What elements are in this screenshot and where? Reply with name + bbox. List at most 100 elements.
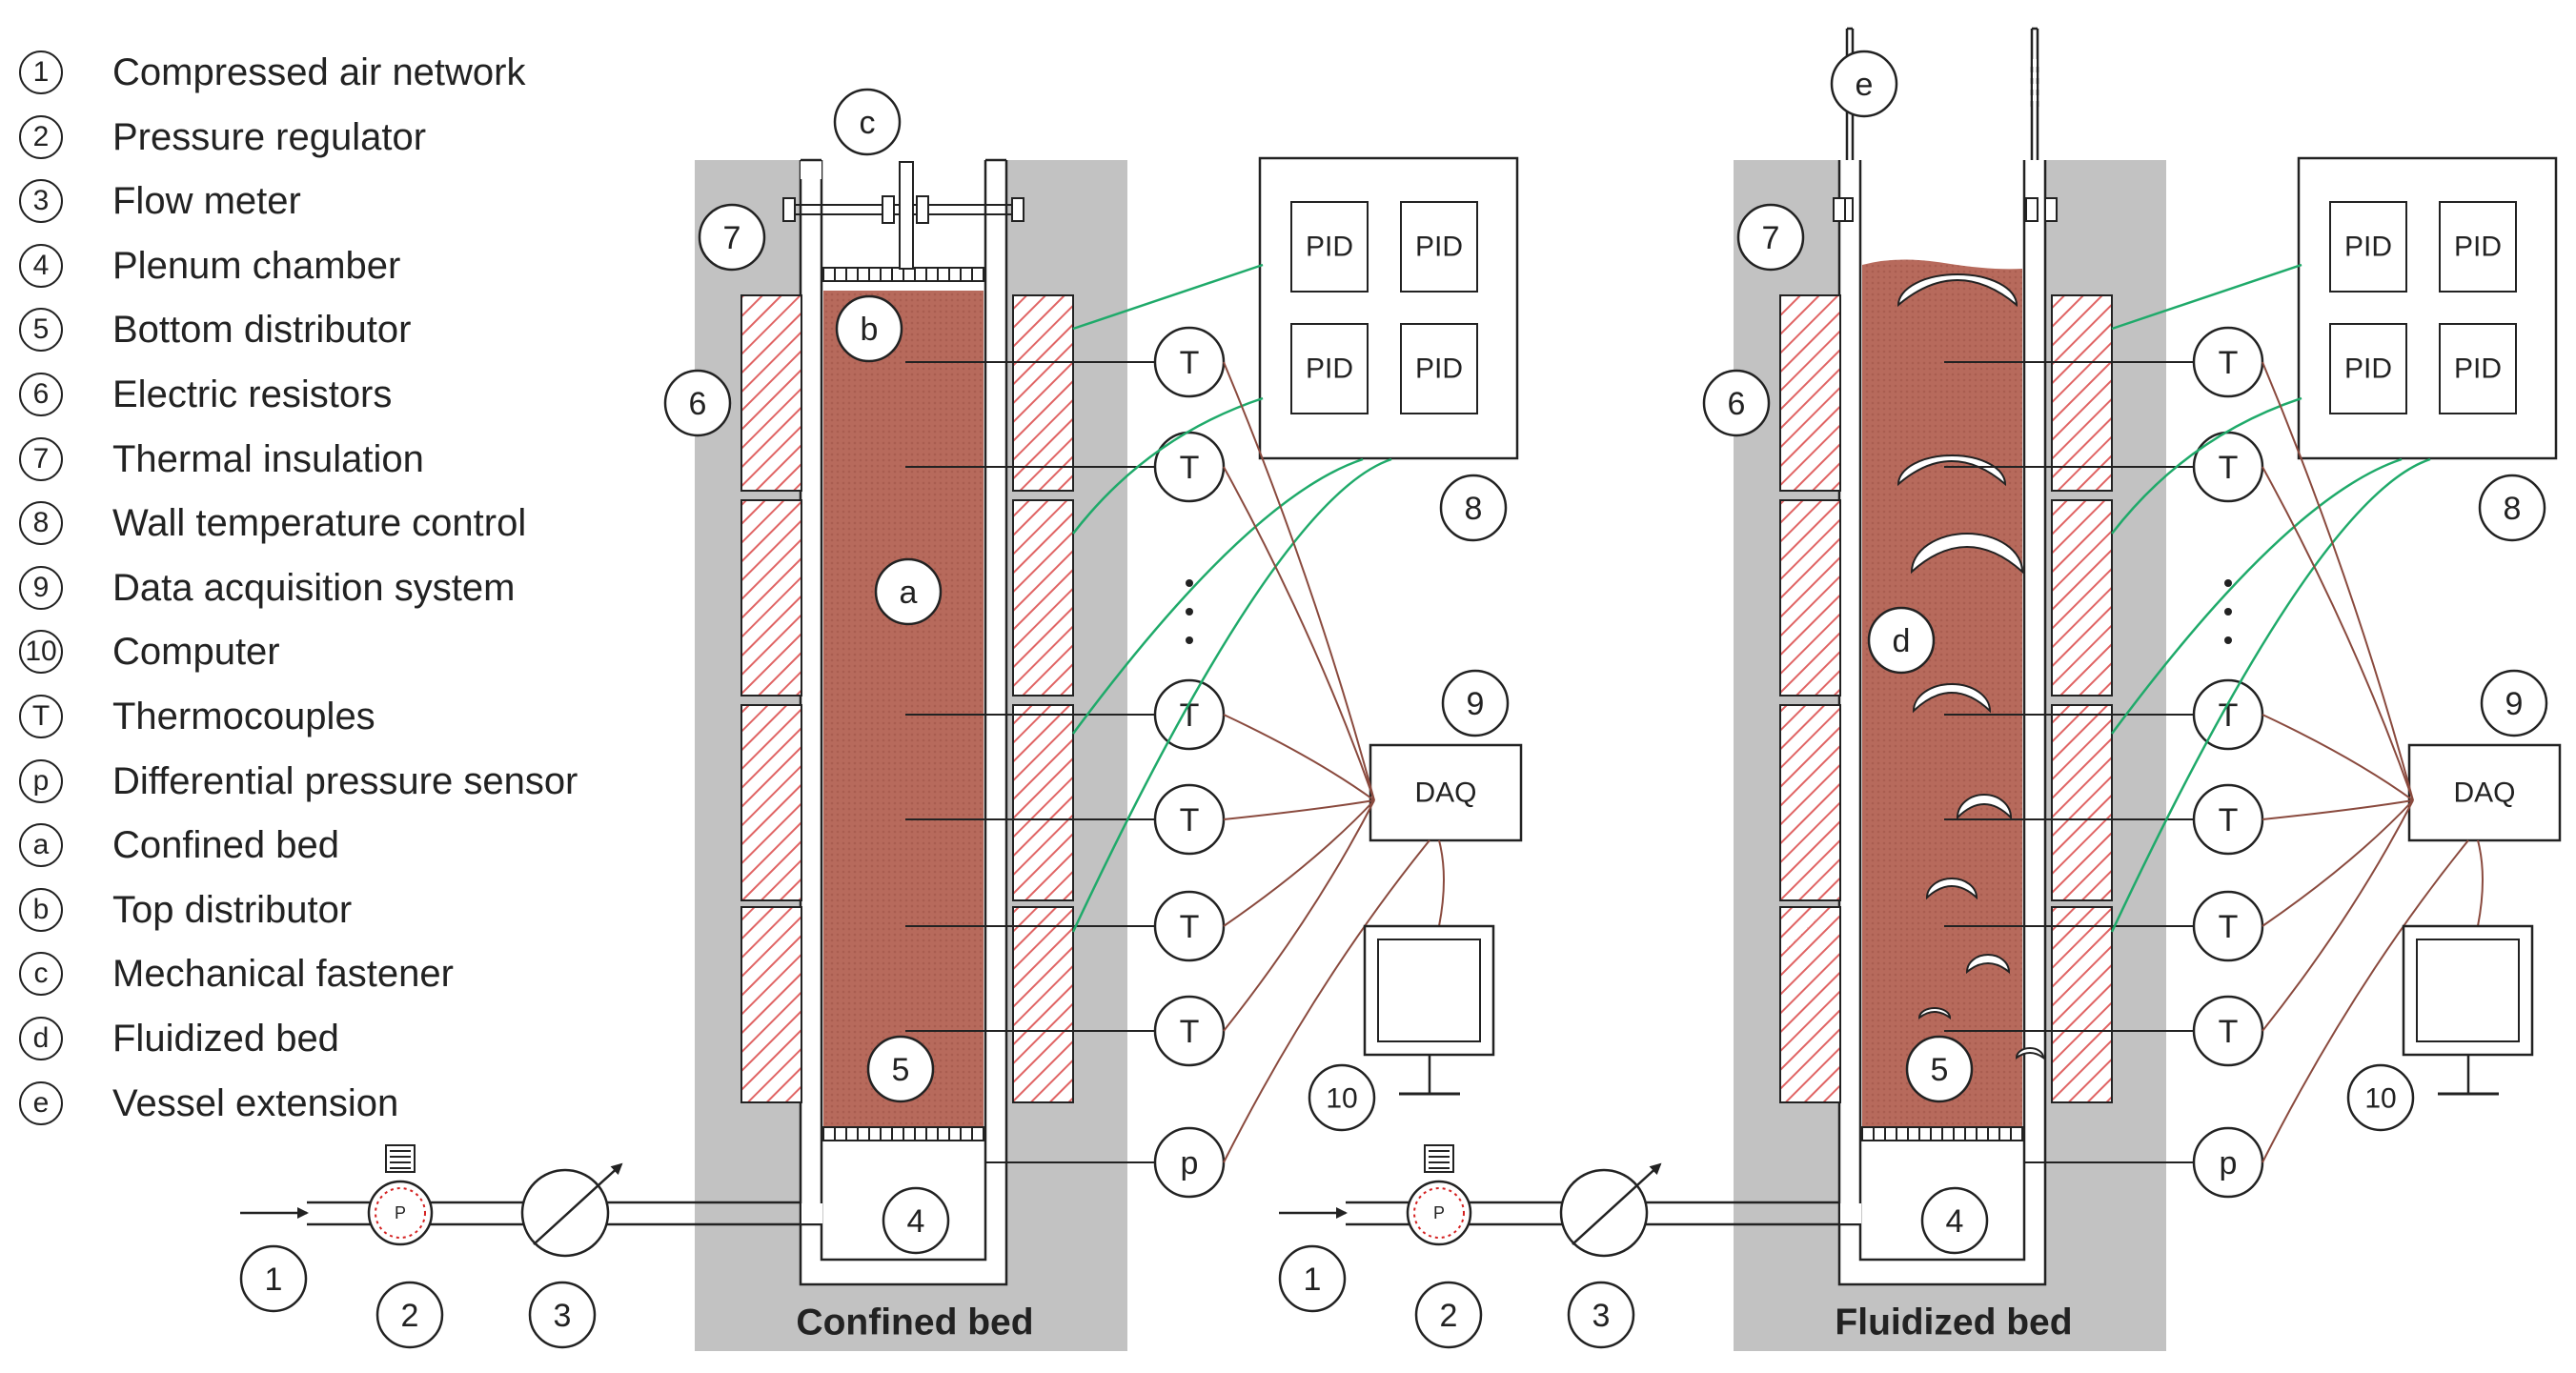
marker-b: b <box>835 294 903 363</box>
marker-10-circle <box>1308 1063 1376 1132</box>
bubble <box>1956 794 2013 820</box>
fastener-cap <box>801 160 821 179</box>
legend-marker: 2 <box>19 114 63 159</box>
marker-6-text: 6 <box>689 386 707 422</box>
pipe-joint <box>801 1203 822 1223</box>
ellipsis-dot <box>1186 636 1193 644</box>
marker-7-circle <box>698 203 766 272</box>
marker-7: 7 <box>698 203 766 272</box>
thermocouple-wire <box>1223 799 1375 927</box>
electric-resistor <box>740 704 802 901</box>
legend-marker: e <box>19 1080 63 1125</box>
thermocouple-wire <box>1223 361 1375 801</box>
marker-6-circle <box>1702 369 1771 437</box>
marker-c-circle <box>833 88 902 156</box>
marker-6-circle <box>663 369 732 437</box>
marker-8-circle <box>1439 474 1508 542</box>
marker-7-text: 7 <box>1762 220 1780 256</box>
marker-3-circle <box>1567 1281 1635 1349</box>
electric-resistor <box>740 906 802 1103</box>
pipe-joint <box>1840 1203 1861 1223</box>
thermocouple-text: T <box>1180 1014 1200 1050</box>
legend-label: Confined bed <box>112 824 339 867</box>
thermocouple-wire <box>2262 799 2414 1032</box>
marker-5-text: 5 <box>892 1052 910 1088</box>
pid-module <box>2439 323 2517 414</box>
ellipsis-dot <box>2224 636 2232 644</box>
electric-resistor <box>1779 704 1841 901</box>
legend-label: Computer <box>112 631 280 674</box>
marker-6: 6 <box>663 369 732 437</box>
marker-8-text: 8 <box>2504 491 2522 527</box>
fastener-nut <box>1011 197 1024 222</box>
marker-2: 2 <box>1414 1281 1483 1349</box>
marker-8-circle <box>2478 474 2546 542</box>
marker-4-text: 4 <box>907 1203 925 1240</box>
flow-meter-needle <box>533 1162 623 1245</box>
legend-marker: 10 <box>19 630 63 675</box>
thermocouple: T <box>2192 890 2264 962</box>
legend-marker: 3 <box>19 179 63 224</box>
legend-label: Thermal insulation <box>112 437 424 480</box>
thermocouple: T <box>2192 678 2264 751</box>
control-wire <box>1071 457 1392 933</box>
ellipsis-dot <box>2224 608 2232 616</box>
electric-resistor <box>1779 906 1841 1103</box>
marker-5: 5 <box>866 1035 935 1103</box>
marker-9-circle <box>1441 669 1510 737</box>
pid-label: PID <box>1306 232 1353 263</box>
pid-module <box>2439 201 2517 293</box>
thermocouple: T <box>2192 995 2264 1067</box>
marker-3: 3 <box>528 1281 597 1349</box>
thermocouple-text: T <box>1180 802 1200 838</box>
marker-6: 6 <box>1702 369 1771 437</box>
electric-resistor <box>2051 294 2113 492</box>
pid-label: PID <box>1415 353 1463 385</box>
pid-label: PID <box>2344 353 2392 385</box>
bubble <box>1897 273 2018 308</box>
thermocouple-wire <box>1223 799 1375 820</box>
vessel-inner-wall <box>1858 160 2026 1262</box>
marker-a-text: a <box>900 575 918 611</box>
bubble <box>1897 454 2007 487</box>
marker-7-text: 7 <box>723 220 741 256</box>
marker-d-text: d <box>1893 623 1911 659</box>
monitor-screen <box>1377 939 1481 1042</box>
marker-10-circle <box>2346 1063 2415 1132</box>
electric-resistor <box>1012 906 1074 1103</box>
regulator-dial <box>1413 1187 1465 1239</box>
thermocouple-text: T <box>2219 1014 2239 1050</box>
ellipsis-dot <box>2224 579 2232 587</box>
computer-wire <box>2477 839 2484 927</box>
pid-module <box>1400 323 1478 414</box>
bottom-distributor <box>822 1126 984 1141</box>
extension-break <box>2033 59 2037 107</box>
thermocouple-text: T <box>1180 909 1200 945</box>
confined-bed-material <box>823 291 984 1127</box>
marker-b-text: b <box>861 312 879 348</box>
marker-c-text: c <box>860 105 876 141</box>
marker-1-circle <box>1278 1244 1347 1313</box>
flow-meter-needle <box>1572 1162 1662 1245</box>
thermocouple-wire <box>2262 714 2414 801</box>
control-wire <box>2111 263 2302 331</box>
marker-1-circle <box>239 1244 308 1313</box>
marker-2-circle <box>375 1281 444 1349</box>
marker-c: c <box>833 88 902 156</box>
marker-4-circle <box>882 1186 950 1255</box>
marker-7-circle <box>1736 203 1805 272</box>
thermocouple-wire <box>2262 799 2414 927</box>
legend-marker: p <box>19 758 63 803</box>
top-distributor <box>822 267 984 282</box>
legend-label: Bottom distributor <box>112 309 412 352</box>
electric-resistor <box>740 499 802 697</box>
daq-box <box>1369 743 1523 842</box>
thermocouple: T <box>1153 890 1226 962</box>
